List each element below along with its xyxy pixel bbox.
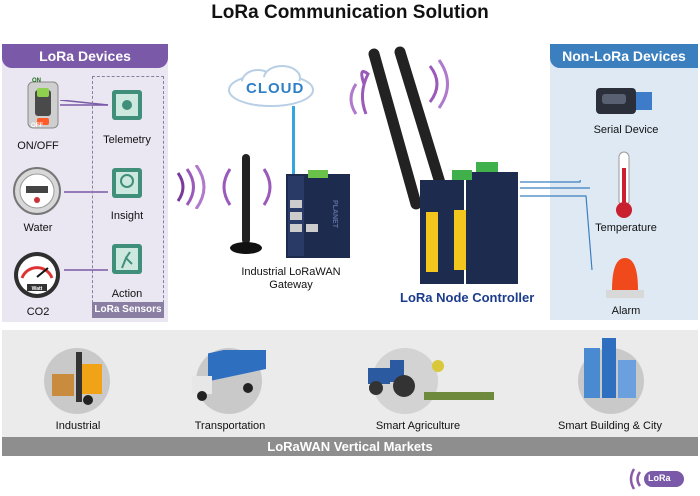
water-meter-icon: [13, 167, 61, 215]
tractor-icon: [368, 360, 494, 400]
lora-logo: [629, 468, 684, 490]
thermometer-icon: [616, 151, 632, 218]
node-device-connectors: [520, 180, 593, 271]
market-label-agriculture: Smart Agriculture: [375, 420, 461, 432]
switch-off-text: OFF: [31, 123, 43, 129]
switch-icon: [27, 81, 59, 129]
market-label-transportation: Transportation: [194, 420, 266, 432]
lora-logo-text: LoRa: [648, 473, 671, 483]
device-label-onoff: ON/OFF: [17, 140, 59, 152]
right-device-label-serial: Serial Device: [593, 124, 659, 136]
node-controller-label: LoRa Node Controller: [400, 290, 535, 305]
cloud-link-line: [292, 106, 295, 176]
gateway-label-line2: Gateway: [269, 279, 313, 291]
telemetry-chip-icon: [112, 90, 142, 120]
device-label-co2: CO2: [26, 306, 50, 318]
gateway-label-line1: Industrial LoRaWAN: [241, 266, 341, 278]
node-controller-device: [420, 162, 518, 284]
antenna-icon: [230, 154, 262, 254]
right-device-label-temperature: Temperature: [595, 222, 657, 234]
device-label-water: Water: [23, 222, 53, 234]
action-chip-icon: [112, 244, 142, 274]
truck-icon: [192, 350, 266, 401]
gateway-waves-icon: [222, 168, 272, 206]
device-sensor-connectors: [60, 100, 109, 271]
cloud-icon: [228, 65, 314, 107]
forklift-icon: [52, 352, 102, 405]
co2-gauge-icon: [14, 252, 60, 298]
page-title: LoRa Communication Solution: [211, 2, 489, 23]
sensor-label-telemetry: Telemetry: [103, 134, 151, 146]
wireless-waves-icon: [176, 165, 206, 209]
sensor-label-insight: Insight: [110, 210, 144, 222]
meter-watt-text: Watt: [31, 286, 43, 292]
sensor-label-action: Action: [111, 288, 143, 300]
city-buildings-icon: [584, 338, 636, 398]
right-device-label-alarm: Alarm: [611, 305, 641, 317]
lora-sensors-label: LoRa Sensors: [92, 302, 164, 318]
cloud-label: CLOUD: [246, 80, 305, 97]
market-label-building: Smart Building & City: [558, 420, 662, 432]
lora-devices-header: LoRa Devices: [2, 44, 168, 68]
serial-device-icon: [596, 88, 652, 114]
market-label-industrial: Industrial: [55, 420, 101, 432]
switch-on-text: ON: [32, 78, 41, 84]
gateway-brand: PLANET: [331, 200, 338, 228]
alarm-light-icon: [606, 258, 644, 298]
insight-chip-icon: [112, 168, 142, 198]
vertical-markets-label: LoRaWAN Vertical Markets: [2, 437, 698, 456]
gateway-device: [286, 170, 350, 258]
non-lora-devices-header: Non-LoRa Devices: [550, 44, 698, 68]
